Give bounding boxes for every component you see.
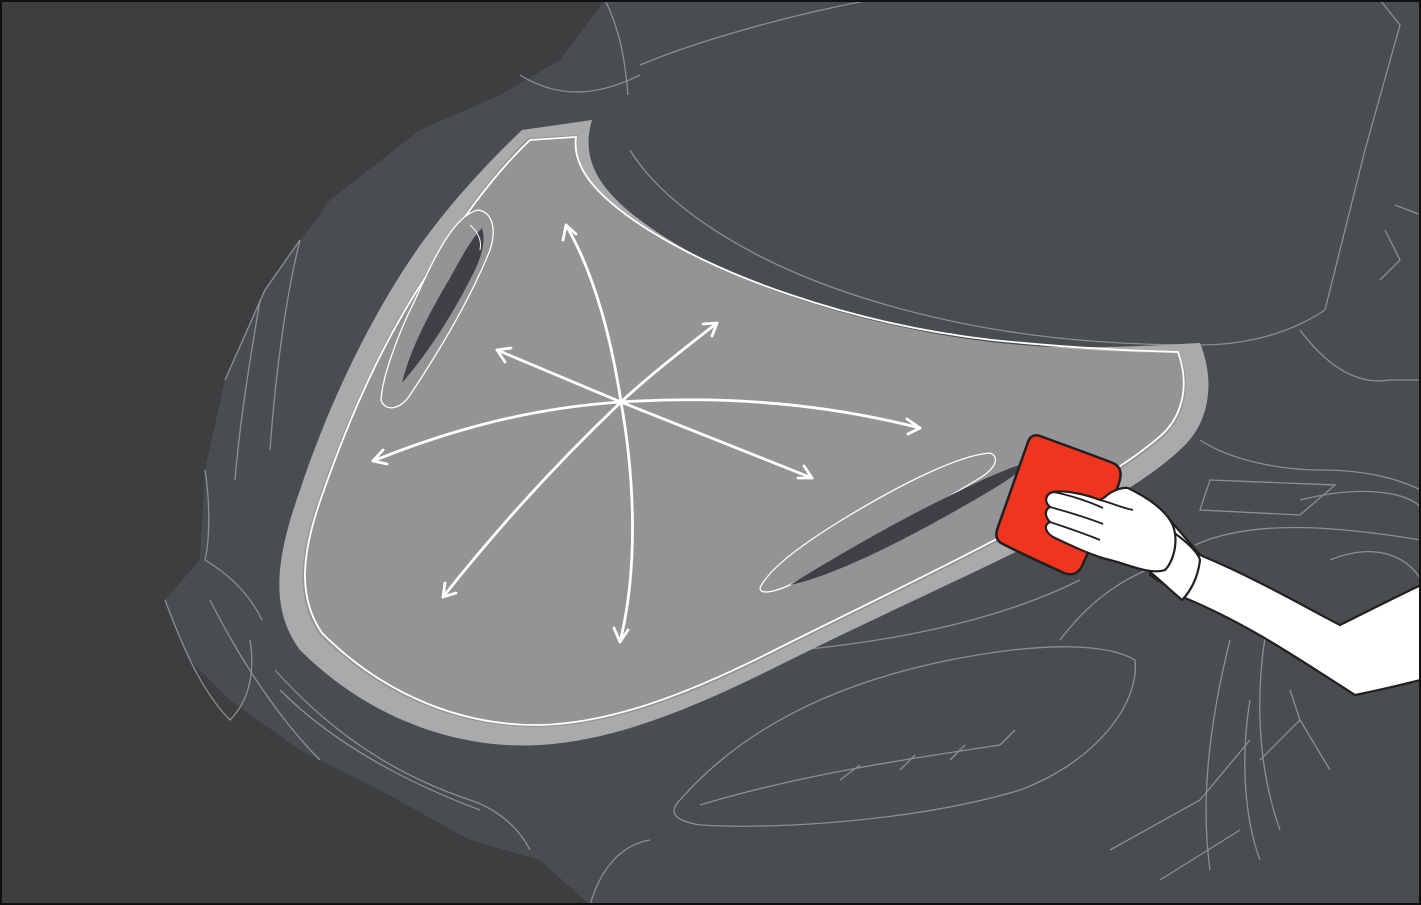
bonnet-film-illustration — [0, 0, 1421, 905]
